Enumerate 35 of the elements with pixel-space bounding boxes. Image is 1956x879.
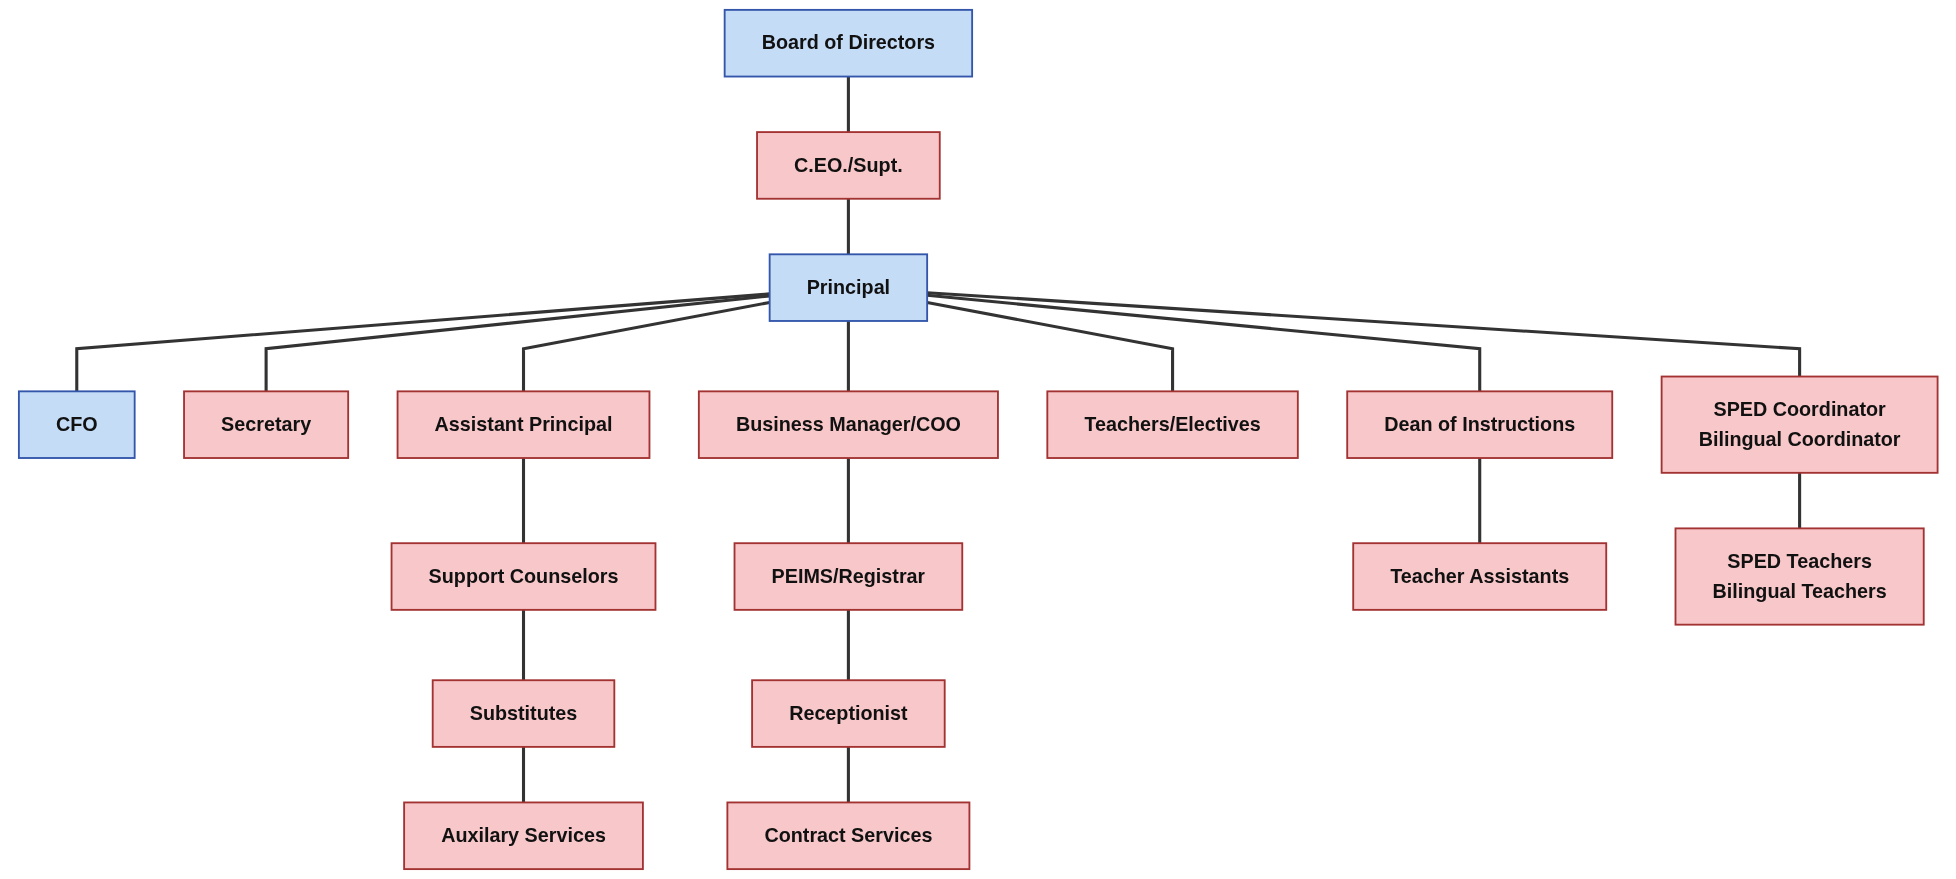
node-box: PEIMS/Registrar <box>733 542 963 611</box>
node-box: Teachers/Electives <box>1046 390 1299 459</box>
connector <box>1797 472 1801 529</box>
node-box: Support Counselors <box>390 542 657 611</box>
node-box: Teacher Assistants <box>1352 542 1607 611</box>
connector <box>521 458 525 544</box>
connector <box>846 76 850 133</box>
connector <box>846 321 850 392</box>
connector <box>846 746 850 803</box>
node-box: CFO <box>17 390 136 459</box>
node-box: Substitutes <box>431 679 615 748</box>
node-box: Receptionist <box>750 679 946 748</box>
node-box: Business Manager/COO <box>697 390 999 459</box>
connector <box>521 746 525 803</box>
node-box: Dean of Instructions <box>1346 390 1613 459</box>
connector <box>846 198 850 255</box>
connector <box>926 293 1481 392</box>
connector <box>264 294 770 392</box>
connector <box>926 300 1174 392</box>
connector <box>846 458 850 544</box>
node-box: SPED Teachers Bilingual Teachers <box>1674 527 1925 626</box>
connector <box>521 300 770 392</box>
node-box: SPED Coordinator Bilingual Coordinator <box>1660 375 1939 474</box>
node-box: Secretary <box>182 390 349 459</box>
connector <box>1477 458 1481 544</box>
node-box: Principal <box>768 253 928 322</box>
node-box: Assistant Principal <box>396 390 651 459</box>
node-box: Auxilary Services <box>402 801 644 871</box>
node-box: Board of Directors <box>723 8 973 78</box>
connector <box>846 609 850 681</box>
connector <box>521 609 525 681</box>
node-box: C.EO./Supt. <box>755 131 941 200</box>
connector <box>926 291 1801 377</box>
connector <box>75 292 770 392</box>
node-box: Contract Services <box>726 801 971 871</box>
